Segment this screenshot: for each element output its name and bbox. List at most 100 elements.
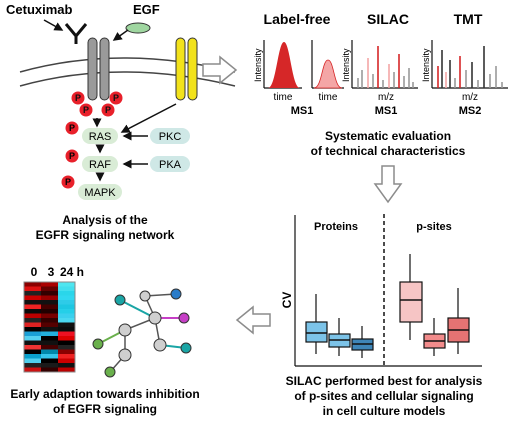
heatmap-cell	[24, 363, 41, 368]
heatmap-cell	[24, 309, 41, 314]
cv-boxplot: CV Proteins p-sites	[280, 214, 483, 418]
box-psites-labelfree	[399, 254, 423, 340]
heatmap-cell	[41, 309, 58, 314]
heatmap-cell	[58, 336, 75, 341]
arrow-left-icon	[235, 305, 271, 335]
box-proteins-tmt	[351, 326, 374, 358]
network-node	[118, 323, 132, 337]
heatmap-cell	[58, 300, 75, 305]
heatmap-cell	[24, 322, 41, 328]
heatmap-cell	[41, 349, 58, 355]
box-proteins-silac	[328, 318, 351, 356]
heatmap-border	[23, 281, 76, 373]
network-node	[139, 290, 151, 302]
yellow-to-ras-arrow	[120, 103, 177, 133]
pka-node	[150, 156, 190, 172]
pathway-caption-line1: Analysis of the	[62, 213, 148, 227]
heatmap-cell	[41, 300, 58, 305]
egf-label: EGF	[133, 2, 160, 17]
heatmap-cell	[24, 295, 41, 301]
labelfree-title: Label-free	[264, 11, 331, 27]
heatmap-cell	[58, 304, 75, 310]
svg-text:P: P	[75, 93, 81, 103]
heatmap-cell	[41, 286, 58, 292]
heatmap-cell	[58, 349, 75, 355]
heatmap-caption-line2: of EGFR signaling	[53, 402, 157, 416]
egfr-receptor-left	[87, 37, 98, 101]
heatmap-cell	[58, 340, 75, 346]
heatmap-cell	[41, 358, 58, 364]
heatmap-cell	[58, 354, 75, 359]
labelfree-plot-heavy: time	[311, 40, 344, 103]
svg-text:P: P	[83, 105, 89, 115]
heatmap-cell	[41, 282, 58, 287]
heatmap-panel: 0 3 24 h	[23, 265, 84, 373]
cetuximab-arrow	[43, 19, 64, 31]
heatmap-cell	[24, 300, 41, 305]
heatmap-cell	[24, 318, 41, 323]
peak-red	[268, 42, 300, 88]
arrow-down-icon	[373, 165, 403, 204]
raf-label: RAF	[89, 159, 111, 171]
tmt-ms-level: MS2	[459, 105, 482, 117]
ms-methods-panel: Label-free SILAC TMT Intensity time time…	[253, 11, 508, 158]
svg-text:P: P	[105, 105, 111, 115]
egfr-pathway: Cetuximab EGF P P P P P RAS P	[6, 2, 236, 242]
box-psites-silac	[423, 318, 446, 356]
ras-label: RAS	[89, 131, 112, 143]
box-psites-tmt	[447, 288, 470, 354]
network-node	[153, 338, 167, 352]
mapk-node	[78, 184, 122, 200]
heatmap-cell	[41, 354, 58, 359]
labelfree-ylabel: Intensity	[253, 48, 263, 82]
heatmap-cell	[58, 363, 75, 368]
heatmap-cell	[24, 367, 41, 373]
cell-membrane-inner	[19, 71, 236, 87]
labelfree-xlabel-1: time	[274, 92, 293, 103]
silac-ylabel: Intensity	[341, 48, 351, 82]
egf-ligand	[125, 22, 151, 34]
network-node	[148, 311, 162, 325]
heatmap-cell	[41, 322, 58, 328]
receptor-yellow-right	[187, 37, 198, 101]
heatmap-cell	[41, 345, 58, 350]
heatmap-cell	[41, 336, 58, 341]
pkc-node	[150, 128, 190, 144]
heatmap-col-24: 24 h	[60, 265, 84, 279]
heatmap-cell	[58, 322, 75, 328]
heatmap-cell	[41, 340, 58, 346]
heatmap-cell	[58, 295, 75, 301]
methods-caption-line1: Systematic evaluation	[325, 129, 451, 143]
heatmap-caption-line1: Early adaption towards inhibition	[10, 387, 199, 401]
psites-label: p-sites	[416, 221, 451, 233]
receptor-phospho-sites: P P P P	[71, 91, 123, 117]
heatmap-cell	[24, 331, 41, 337]
egf-arrow	[112, 29, 129, 41]
heatmap-col-0: 0	[31, 265, 38, 279]
heatmap-cell	[58, 358, 75, 364]
heatmap-cell	[58, 331, 75, 337]
boxplot-caption-line1: SILAC performed best for analysis	[286, 374, 483, 388]
heatmap-cell	[24, 340, 41, 346]
heatmap-cell	[58, 345, 75, 350]
network-node	[170, 288, 182, 300]
receptor-yellow-left	[175, 37, 186, 101]
boxplot-caption-line3: in cell culture models	[323, 404, 446, 418]
arrow-right-icon	[202, 55, 238, 85]
heatmap-cell	[24, 282, 41, 287]
tmt-xlabel: m/z	[462, 92, 478, 103]
heatmap-cell	[41, 331, 58, 337]
methods-caption-line2: of technical characteristics	[311, 144, 466, 158]
ras-phospho-label: P	[69, 123, 75, 133]
heatmap-cell	[41, 291, 58, 296]
heatmap-cell	[41, 363, 58, 368]
labelfree-xlabel-2: time	[319, 92, 338, 103]
peak-pink	[313, 59, 343, 89]
heatmap-cell	[58, 327, 75, 332]
raf-phospho	[65, 149, 79, 163]
silac-spectrum: Intensity m/z MS1	[341, 40, 418, 117]
heatmap-cell	[58, 282, 75, 287]
boxplot-ylabel: CV	[280, 292, 294, 309]
heatmap-cell	[58, 367, 75, 373]
